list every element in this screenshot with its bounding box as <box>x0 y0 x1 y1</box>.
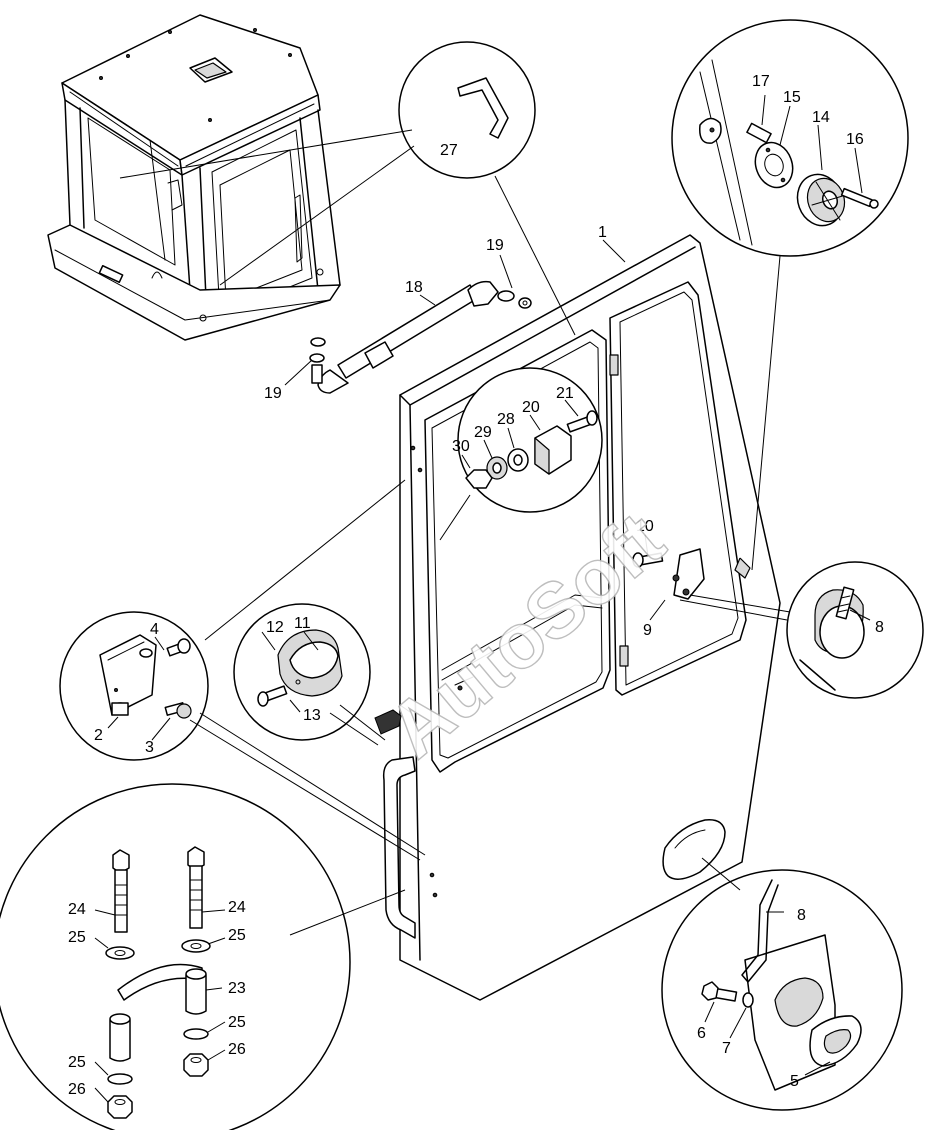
callout-20: 20 <box>522 399 540 416</box>
callout-5: 5 <box>790 1073 799 1090</box>
callout-12: 12 <box>266 619 284 636</box>
callout-25-left-bottom: 25 <box>68 1054 86 1071</box>
callout-27: 27 <box>440 142 458 159</box>
callout-29: 29 <box>474 424 492 441</box>
callout-30: 30 <box>452 438 470 455</box>
detail-handle-mount <box>0 783 351 1130</box>
callout-15: 15 <box>783 89 801 106</box>
callout-8-lower: 8 <box>797 907 806 924</box>
callout-14: 14 <box>812 109 830 126</box>
detail-hex-key <box>398 41 536 179</box>
detail-striker <box>457 367 603 513</box>
leader-lines <box>94 94 871 1103</box>
callout-26-left: 26 <box>68 1081 86 1098</box>
callout-3: 3 <box>145 739 154 756</box>
callout-19-left: 19 <box>264 385 282 402</box>
callout-28: 28 <box>497 411 515 428</box>
cab-overview <box>47 14 341 341</box>
detail-release-handle <box>661 869 903 1111</box>
detail-rod-end <box>786 561 924 699</box>
callout-21: 21 <box>556 385 574 402</box>
callout-labels: 1 2 3 4 5 6 7 8 8 9 10 11 12 13 14 15 16… <box>68 73 884 1098</box>
callout-26-right: 26 <box>228 1041 246 1058</box>
callout-11: 11 <box>294 615 311 632</box>
callout-18: 18 <box>405 279 423 296</box>
callout-25-right-bottom: 25 <box>228 1014 246 1031</box>
callout-23: 23 <box>228 980 246 997</box>
callout-7: 7 <box>722 1040 731 1057</box>
callout-8-upper: 8 <box>875 619 884 636</box>
callout-9: 9 <box>643 622 652 639</box>
callout-1: 1 <box>598 224 607 241</box>
callout-4: 4 <box>150 621 159 638</box>
callout-25-right-top: 25 <box>228 927 246 944</box>
callout-10: 10 <box>636 518 654 535</box>
callout-13: 13 <box>303 707 321 724</box>
detail-lock <box>233 603 371 741</box>
callout-25-left-top: 25 <box>68 929 86 946</box>
callout-16: 16 <box>846 131 864 148</box>
callout-19-top: 19 <box>486 237 504 254</box>
callout-2: 2 <box>94 727 103 744</box>
detail-latch-bracket <box>632 548 705 600</box>
callout-24-right: 24 <box>228 899 246 916</box>
callout-24-left: 24 <box>68 901 86 918</box>
detail-latch-pin <box>671 19 909 257</box>
callout-6: 6 <box>697 1025 706 1042</box>
callout-17: 17 <box>752 73 770 90</box>
gas-strut <box>309 280 532 394</box>
detail-hinge <box>59 611 209 761</box>
